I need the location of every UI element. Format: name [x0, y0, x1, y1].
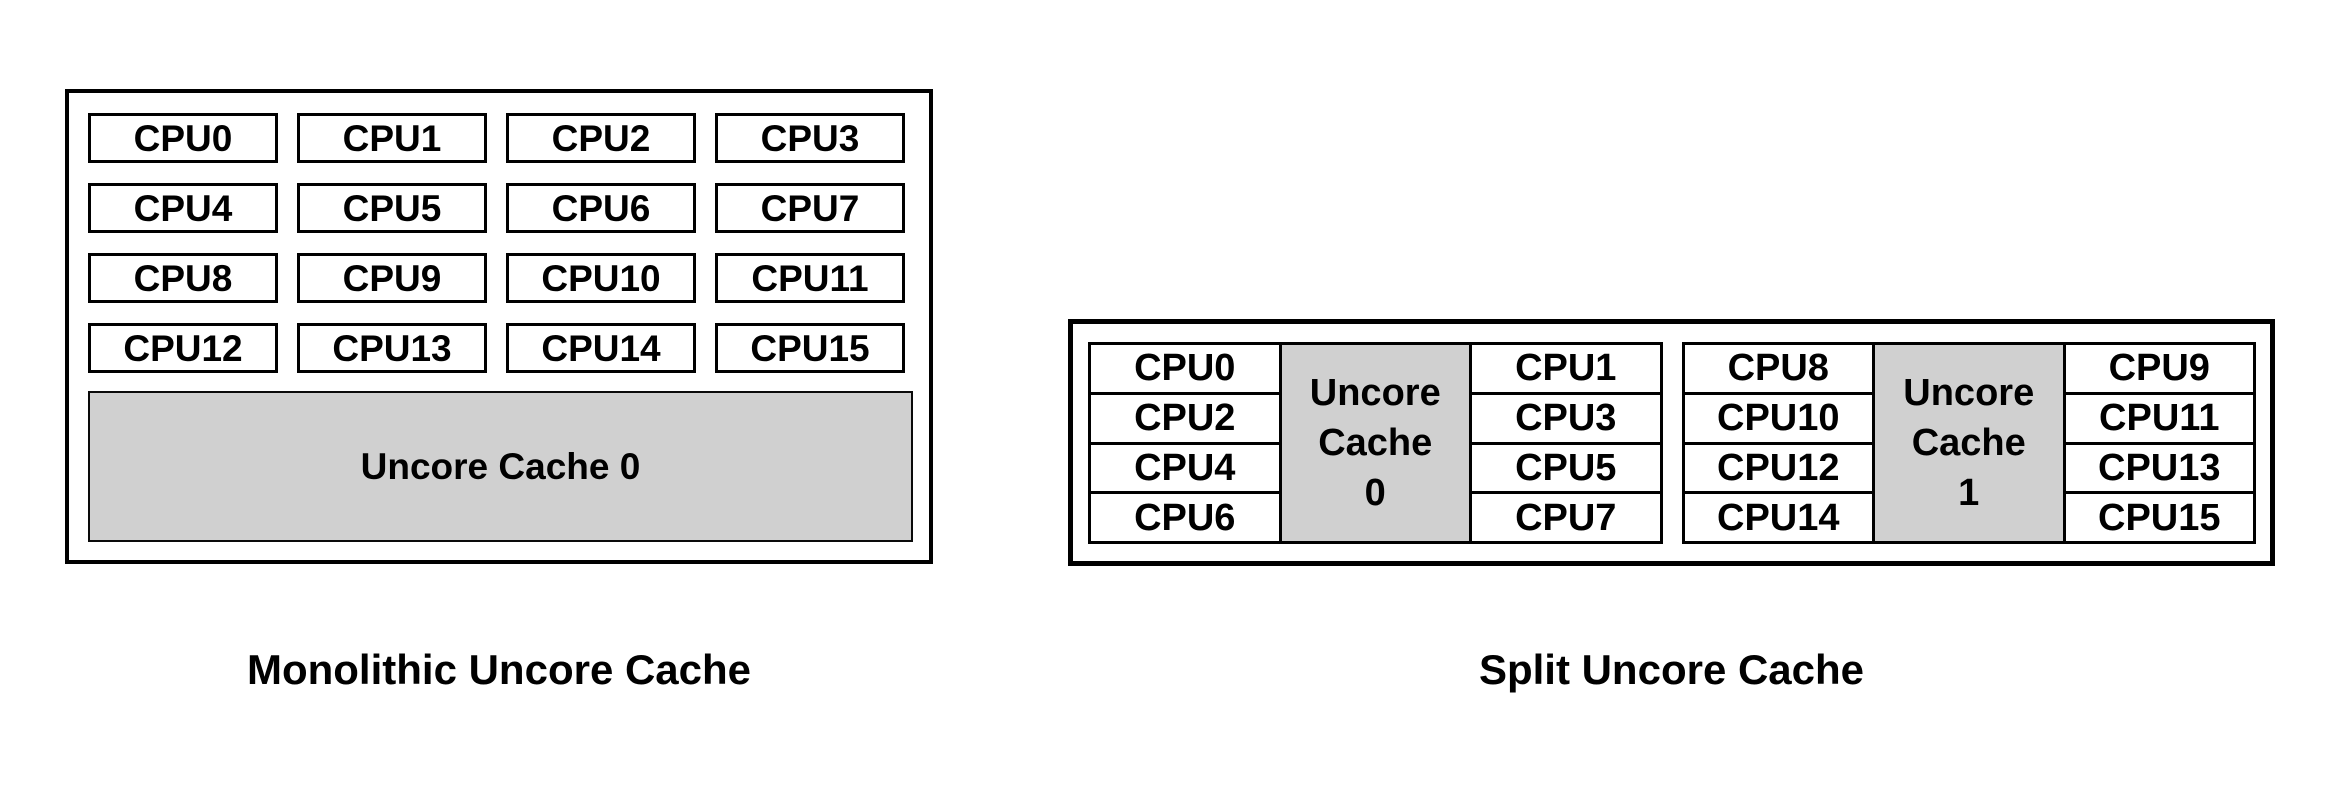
caption-monolithic: Monolithic Uncore Cache	[246, 646, 752, 693]
cpu-cell: CPU3	[1472, 394, 1660, 445]
cpu-cell: CPU2	[1091, 394, 1279, 445]
cpu-column-right: CPU1 CPU3 CPU5 CPU7	[1472, 345, 1660, 541]
cpu-box: CPU4	[88, 183, 278, 233]
cpu-box: CPU12	[88, 323, 278, 373]
cpu-cell: CPU1	[1472, 345, 1660, 395]
cpu-cell: CPU5	[1472, 444, 1660, 495]
cpu-grid: CPU0 CPU1 CPU2 CPU3 CPU4 CPU5 CPU6 CPU7 …	[88, 113, 905, 373]
cpu-cell: CPU10	[1684, 394, 1872, 445]
cpu-box: CPU15	[715, 323, 905, 373]
cache-label-line: Cache	[1318, 422, 1433, 464]
cpu-cell: CPU0	[1091, 345, 1279, 395]
cpu-column-right: CPU9 CPU11 CPU13 CPU15	[2065, 345, 2253, 541]
cpu-box: CPU8	[88, 253, 278, 303]
cpu-box: CPU5	[297, 183, 487, 233]
cpu-column-left: CPU8 CPU10 CPU12 CPU14	[1684, 345, 1872, 541]
cpu-cluster-0: CPU0 CPU2 CPU4 CPU6 Uncore Cache 0 CPU1 …	[1088, 342, 1663, 544]
cpu-cell: CPU14	[1684, 494, 1872, 541]
cpu-box: CPU1	[297, 113, 487, 163]
cpu-box: CPU3	[715, 113, 905, 163]
cpu-box: CPU11	[715, 253, 905, 303]
cpu-cell: CPU6	[1091, 494, 1279, 541]
cpu-box: CPU14	[506, 323, 696, 373]
cache-label-line: Uncore	[1903, 372, 2035, 414]
cpu-column-left: CPU0 CPU2 CPU4 CPU6	[1091, 345, 1279, 541]
cpu-cell: CPU13	[2065, 444, 2253, 495]
cpu-box: CPU13	[297, 323, 487, 373]
cache-label-line: Cache	[1911, 422, 2026, 464]
cpu-box: CPU2	[506, 113, 696, 163]
cpu-cell: CPU12	[1684, 444, 1872, 495]
cpu-cell: CPU11	[2065, 394, 2253, 445]
cpu-cell: CPU7	[1472, 494, 1660, 541]
uncore-cache-cell-0: Uncore Cache 0	[1278, 345, 1472, 541]
cpu-box: CPU9	[297, 253, 487, 303]
cpu-box: CPU0	[88, 113, 278, 163]
cache-label-line: Uncore	[1309, 372, 1441, 414]
cpu-cluster-1: CPU8 CPU10 CPU12 CPU14 Uncore Cache 1 CP…	[1681, 342, 2256, 544]
cpu-cell: CPU4	[1091, 444, 1279, 495]
cache-label-line: 0	[1364, 472, 1386, 514]
diagram-split-uncore-cache: CPU0 CPU2 CPU4 CPU6 Uncore Cache 0 CPU1 …	[1068, 319, 2275, 566]
cpu-cell: CPU8	[1684, 345, 1872, 395]
cpu-box: CPU6	[506, 183, 696, 233]
diagram-monolithic-uncore-cache: CPU0 CPU1 CPU2 CPU3 CPU4 CPU5 CPU6 CPU7 …	[65, 89, 933, 564]
cache-label-line: 1	[1958, 472, 1980, 514]
cpu-cell: CPU9	[2065, 345, 2253, 395]
cpu-box: CPU7	[715, 183, 905, 233]
caption-split: Split Uncore Cache	[1478, 646, 1865, 693]
uncore-cache-box: Uncore Cache 0	[88, 391, 913, 542]
cpu-cell: CPU15	[2065, 494, 2253, 541]
uncore-cache-cell-1: Uncore Cache 1	[1872, 345, 2066, 541]
cpu-box: CPU10	[506, 253, 696, 303]
